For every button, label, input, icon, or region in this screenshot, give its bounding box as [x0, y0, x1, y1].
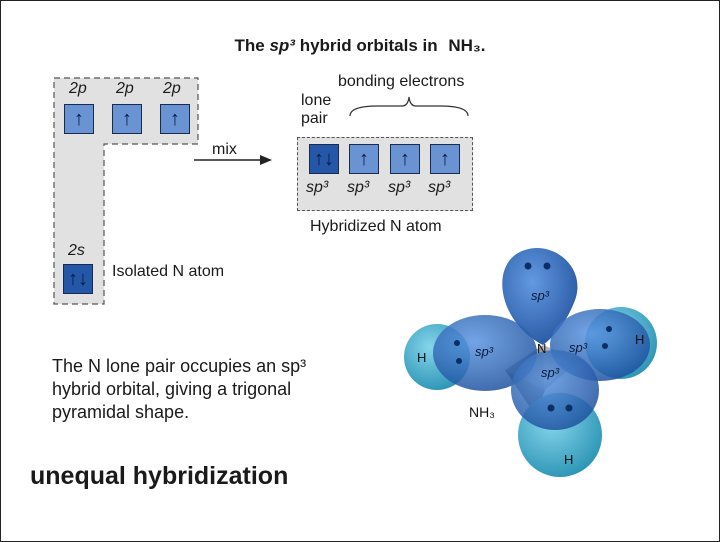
p-label-2: 2p: [116, 80, 134, 97]
description-line-3: pyramidal shape.: [52, 402, 190, 422]
up-arrow-icon: ↑: [122, 107, 132, 130]
lone-pair-label: lone pair: [301, 92, 331, 128]
bonding-electrons-label: bonding electrons: [338, 73, 465, 90]
sp3-box-3: ↑: [390, 144, 420, 174]
hydrogen-label-bottom: H: [564, 452, 573, 467]
lone-label: lone: [301, 92, 332, 109]
up-arrow-icon: ↑: [359, 147, 369, 170]
description-line-2: hybrid orbital, giving a trigonal: [52, 379, 292, 399]
up-arrow-icon: ↑: [170, 107, 180, 130]
mix-label: mix: [212, 141, 237, 158]
electron-dot: [602, 343, 608, 349]
electron-dot: [606, 326, 612, 332]
sp3-lobe-bottom: [511, 350, 599, 430]
lobe-label-left: sp³: [475, 344, 494, 359]
pair-label: pair: [301, 110, 328, 127]
title-middle: hybrid orbitals in: [299, 36, 438, 55]
electron-dot: [565, 404, 573, 412]
description-line-1: The N lone pair occupies an sp³: [52, 356, 307, 376]
sp3-label-2: sp³: [347, 179, 370, 196]
formula-label: NH₃: [469, 404, 495, 420]
p-orbital-box-1: ↑: [64, 104, 94, 134]
sp3-lobe-left: [433, 315, 537, 391]
sp3-label-4: sp³: [428, 179, 451, 196]
sp3-box-4: ↑: [430, 144, 460, 174]
electron-dot: [456, 358, 462, 364]
paired-arrows-icon: ↑↓: [68, 267, 88, 290]
isolated-caption: Isolated N atom: [112, 263, 225, 280]
p-orbital-box-3: ↑: [160, 104, 190, 134]
electron-dot: [543, 262, 551, 270]
footer-heading: unequal hybridization: [30, 462, 289, 490]
paired-arrows-icon: ↑↓: [314, 147, 334, 170]
hydrogen-label-right: H: [635, 332, 644, 347]
sp3-label-1: sp³: [306, 179, 329, 196]
sp3-label-3: sp³: [388, 179, 411, 196]
electron-dot: [524, 262, 532, 270]
slide-title: The sp³ hybrid orbitals in NH₃.: [0, 36, 720, 56]
hybridized-caption: Hybridized N atom: [310, 218, 442, 235]
up-arrow-icon: ↑: [440, 147, 450, 170]
title-prefix: The: [234, 36, 265, 55]
electron-dot: [454, 340, 460, 346]
nh3-molecule-diagram: sp³ sp³ sp³ sp³ N H H H NH₃: [404, 248, 657, 477]
p-orbital-box-2: ↑: [112, 104, 142, 134]
p-label-3: 2p: [163, 80, 181, 97]
sp3-box-2: ↑: [349, 144, 379, 174]
lobe-label-bottom: sp³: [541, 365, 560, 380]
s-label: 2s: [68, 242, 85, 259]
electron-dot: [547, 404, 555, 412]
title-molecule: NH₃.: [448, 36, 486, 55]
up-arrow-icon: ↑: [74, 107, 84, 130]
up-arrow-icon: ↑: [400, 147, 410, 170]
hydrogen-label-left: H: [417, 350, 426, 365]
description: The N lone pair occupies an sp³ hybrid o…: [52, 355, 306, 424]
mix-arrow-icon: [194, 155, 272, 165]
isolated-atom-region: [53, 77, 199, 305]
lobe-label-right: sp³: [569, 340, 588, 355]
bonding-brace: [349, 96, 469, 117]
lobe-label-top: sp³: [531, 288, 550, 303]
lone-pair-lobe: [502, 248, 578, 345]
center-atom-label: N: [537, 341, 546, 356]
p-label-1: 2p: [69, 80, 87, 97]
sp3-box-1: ↑↓: [309, 144, 339, 174]
s-orbital-box: ↑↓: [63, 264, 93, 294]
title-orbital: sp³: [269, 36, 295, 55]
